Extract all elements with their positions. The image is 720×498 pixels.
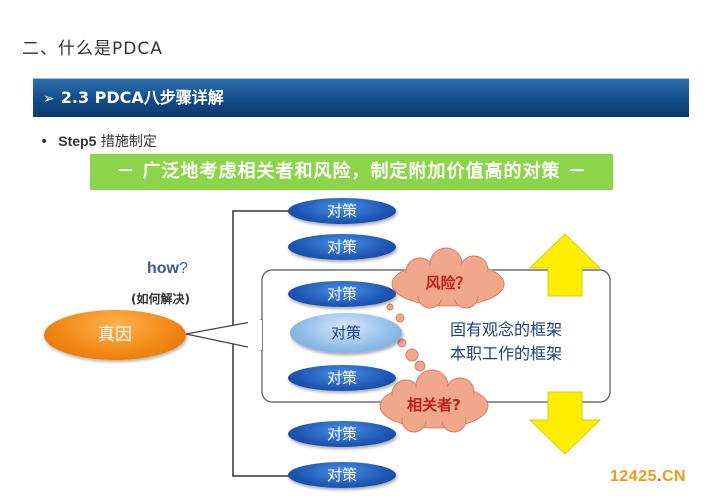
- frame-line-1: 固有观念的框架: [450, 320, 563, 339]
- cloud-icon: [391, 247, 505, 309]
- how-mark: ?: [179, 260, 188, 277]
- countermeasure-pill-highlighted: 对策: [290, 313, 402, 353]
- section-banner: ➢ 2.3 PDCA八步骤详解: [33, 78, 689, 117]
- frame-line-2: 本职工作的框架: [450, 344, 563, 363]
- arrow-bullet-icon: ➢: [43, 91, 55, 107]
- watermark-logo: 12425.CN: [610, 468, 686, 486]
- how-sublabel: (如何解决): [131, 292, 190, 306]
- page-title: 二、什么是PDCA: [22, 39, 163, 59]
- countermeasure-pill: 对策: [288, 421, 396, 447]
- countermeasure-pill: 对策: [288, 198, 396, 224]
- tagline-banner: － 广泛地考虑相关者和风险，制定附加价值高的对策 －: [90, 154, 613, 190]
- how-word: how: [147, 260, 179, 277]
- countermeasure-pill: 对策: [288, 462, 396, 488]
- step-label: Step5: [58, 133, 97, 149]
- banner-label: 2.3 PDCA八步骤详解: [60, 88, 224, 107]
- down-arrow-icon: [528, 391, 602, 455]
- watermark-dot: .: [657, 468, 662, 485]
- watermark-num: 12425: [610, 468, 657, 485]
- how-label: how?: [147, 260, 188, 278]
- watermark-cn: CN: [661, 468, 687, 485]
- stakeholders-cloud-label: 相关者?: [407, 396, 461, 414]
- step-text: 措施制定: [100, 134, 157, 150]
- step-line: • Step5 措施制定: [40, 131, 157, 151]
- frame-label: 固有观念的框架 本职工作的框架: [450, 318, 562, 366]
- countermeasure-pill: 对策: [288, 365, 396, 391]
- step-bullet: •: [40, 134, 49, 150]
- up-arrow-icon: [528, 233, 602, 297]
- countermeasure-pill: 对策: [288, 281, 396, 307]
- cloud-icon: [379, 369, 489, 433]
- countermeasure-pill: 对策: [288, 234, 396, 260]
- risk-cloud-label: 风险？: [425, 274, 471, 292]
- root-cause-node: 真因: [44, 310, 186, 360]
